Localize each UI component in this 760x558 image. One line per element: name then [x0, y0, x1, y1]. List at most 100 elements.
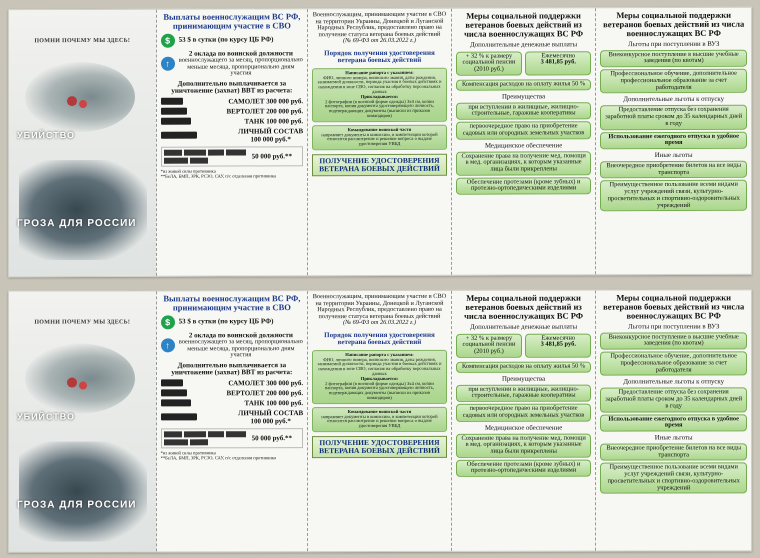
vac-title: Дополнительные льготы к отпуску — [623, 378, 725, 386]
poster-title: ПОМНИ ПОЧЕМУ МЫ ЗДЕСЬ! — [34, 37, 131, 45]
monthly-title: Дополнительные денежные выплаты — [470, 41, 578, 49]
footnote-2: **БеЛА, БМП, ЗРК, РСЗО, САУ, п/с отделен… — [160, 454, 277, 460]
veteran-column: Военнослужащим, принимающим участие в СВ… — [308, 290, 452, 552]
capture-title: Дополнительно выплачивается за уничтожен… — [171, 79, 293, 96]
poster-label-bottom: ГРОЗА ДЛЯ РОССИИ — [17, 499, 137, 511]
plane-icon — [160, 379, 183, 387]
arrow-up-icon: ↑ — [160, 57, 175, 72]
poster-label-bottom: ГРОЗА ДЛЯ РОССИИ — [17, 217, 137, 230]
poster-image: ПОМНИ ПОЧЕМУ МЫ ЗДЕСЬ! УБИЙСТВО ГРОЗА ДЛ… — [9, 9, 156, 277]
vehicles-amount: 50 000 руб.** — [251, 433, 293, 442]
other-title: Иные льготы — [654, 151, 693, 159]
command-box: Командование воинской части направляет д… — [312, 406, 447, 433]
monthly-title: Дополнительные денежные выплаты — [470, 323, 578, 331]
plane-icon — [160, 97, 183, 105]
support2-title: Меры социальной поддержки ветеранов боев… — [603, 9, 745, 38]
med-box-2: Обеспечение протезами (кроме зубных) и п… — [455, 176, 592, 195]
certificate-box: ПОЛУЧЕНИЕ УДОСТОВЕРЕНИЯ ВЕТЕРАНА БОЕВЫХ … — [312, 153, 447, 177]
helicopter-icon — [160, 107, 187, 115]
soldiers-icon — [160, 131, 197, 139]
veteran-column: Военнослужащим, принимающим участие в СВ… — [308, 8, 452, 276]
poster-column: ПОМНИ ПОЧЕМУ МЫ ЗДЕСЬ! УБИЙСТВО ГРОЗА ДЛ… — [9, 9, 157, 277]
poster-column: ПОМНИ ПОЧЕМУ МЫ ЗДЕСЬ! УБИЙСТВО ГРОЗА ДЛ… — [9, 291, 157, 552]
poster-label-top: УБИЙСТВО — [17, 130, 76, 141]
flowers-image — [25, 61, 135, 133]
support-column-1: Меры социальной поддержки ветеранов боев… — [451, 8, 597, 275]
other-box-1: Внеочередное приобретение билетов на все… — [600, 160, 747, 179]
med-box-1: Сохранение права на получение мед. помощ… — [455, 150, 592, 176]
veteran-intro: Военнослужащим, принимающим участие в СВ… — [312, 292, 447, 320]
vehicles-icon — [163, 149, 248, 164]
daily-pay: 53 $ в сутки (по курсу ЦБ РФ) — [178, 35, 274, 44]
pref-box-2: первоочередное право на приобретение сад… — [455, 121, 592, 140]
monthly-box: Ежемесячно 3 481,85 руб. — [525, 333, 592, 358]
support-column-2: Меры социальной поддержки ветеранов боев… — [596, 290, 751, 550]
kill-row-plane: САМОЛЕТ 300 000 руб. — [160, 379, 303, 387]
uni-title: Льготы при поступлении в ВУЗ — [627, 40, 720, 48]
vehicles-amount: 50 000 руб.** — [251, 152, 293, 161]
payments-column: Выплаты военнослужащим ВС РФ, принимающи… — [156, 291, 309, 552]
daily-pay: 53 $ в сутки (по курсу ЦБ РФ) — [178, 317, 274, 326]
report-box: Написание рапорта с указанием: ФИО, личн… — [312, 349, 447, 404]
report-attach-text: 2 фотографии (в военной форме одежды) 3х… — [324, 98, 435, 119]
flowers-image — [25, 343, 135, 414]
veteran-law: (№ 69-ФЗ от 26.03.2022 г.) — [342, 37, 416, 45]
report-box: Написание рапорта с указанием: ФИО, личн… — [312, 67, 447, 123]
support-column-2: Меры социальной поддержки ветеранов боев… — [596, 8, 751, 275]
support1-title: Меры социальной поддержки ветеранов боев… — [464, 10, 584, 39]
footnote-2: **БеЛА, БМП, ЗРК, РСЗО, САУ, п/с отделен… — [160, 172, 277, 179]
support1-title: Меры социальной поддержки ветеранов боев… — [464, 292, 584, 321]
dollar-icon: $ — [160, 33, 175, 48]
pref-box-1: при вступлении в жилищные, жилищно-строи… — [455, 384, 592, 402]
pref-box-2: первоочередное право на приобретение сад… — [455, 403, 592, 422]
payments-title: Выплаты военнослужащим ВС РФ, принимающи… — [163, 293, 301, 313]
poster-image: ПОМНИ ПОЧЕМУ МЫ ЗДЕСЬ! УБИЙСТВО ГРОЗА ДЛ… — [9, 291, 156, 552]
capture-title: Дополнительно выплачивается за уничтожен… — [171, 361, 293, 377]
poster-title: ПОМНИ ПОЧЕМУ МЫ ЗДЕСЬ! — [34, 319, 131, 326]
vac-box-2: Использование ежегодного отпуска в удобн… — [600, 413, 747, 432]
certificate-box: ПОЛУЧЕНИЕ УДОСТОВЕРЕНИЯ ВЕТЕРАНА БОЕВЫХ … — [312, 435, 447, 458]
medical-title: Медицинское обеспечение — [484, 424, 563, 432]
other-box-2: Преимущественное пользование всеми видам… — [600, 180, 747, 212]
soldier-image — [19, 441, 147, 542]
tank-icon — [160, 399, 191, 407]
housing-comp-box: Компенсация расходов на оплату жилья 50 … — [455, 361, 592, 373]
vehicles-box: 50 000 руб.** — [160, 427, 304, 449]
command-box: Командование воинской части направляет д… — [312, 124, 447, 151]
leaflet-top: ПОМНИ ПОЧЕМУ МЫ ЗДЕСЬ! УБИЙСТВО ГРОЗА ДЛ… — [8, 6, 752, 278]
procedure-title: Порядок получения удостоверения ветерана… — [324, 48, 435, 65]
soldier-image — [19, 159, 147, 261]
payments-title: Выплаты военнослужащим ВС РФ, принимающи… — [163, 11, 301, 31]
med-box-2: Обеспечение протезами (кроме зубных) и п… — [455, 459, 592, 477]
vac-box-1: Предоставление отпуска без сохранения за… — [600, 105, 747, 130]
monthly-box: Ежемесячно 3 481,85 руб. — [525, 51, 592, 76]
report-attach-text: 2 фотографии (в военной форме одежды) 3х… — [324, 380, 435, 401]
support2-title: Меры социальной поддержки ветеранов боев… — [603, 292, 745, 321]
salary-text: военнослужащего за месяц, пропорциональн… — [178, 56, 303, 77]
veteran-law: (№ 69-ФЗ от 26.03.2022 г.) — [342, 319, 416, 327]
soldiers-icon — [160, 413, 197, 421]
poster-label-top: УБИЙСТВО — [17, 411, 76, 422]
pref-box-1: при вступлении в жилищные, жилищно-строи… — [455, 101, 592, 120]
veteran-intro: Военнослужащим, принимающим участие в СВ… — [312, 10, 447, 39]
kill-row-helicopter: ВЕРТОЛЕТ 200 000 руб. — [160, 107, 303, 115]
vac-box-1: Предоставление отпуска без сохранения за… — [600, 387, 747, 413]
uni-box-1: Внеконкурсное поступление в высшие учебн… — [600, 332, 747, 350]
pref-title: Преимущества — [501, 375, 546, 383]
leaflet-bottom: ПОМНИ ПОЧЕМУ МЫ ЗДЕСЬ! УБИЙСТВО ГРОЗА ДЛ… — [8, 289, 752, 553]
vac-box-2: Использование ежегодного отпуска в удобн… — [600, 131, 747, 150]
vehicles-box: 50 000 руб.** — [160, 145, 304, 167]
other-box-1: Внеочередное приобретение билетов на все… — [600, 443, 747, 462]
command-box-text: направляет документы в комиссию, в компе… — [321, 131, 438, 147]
helicopter-icon — [160, 389, 187, 397]
procedure-title: Порядок получения удостоверения ветерана… — [324, 330, 435, 347]
vac-title: Дополнительные льготы к отпуску — [623, 96, 725, 104]
kill-row-tank: ТАНК 100 000 руб. — [160, 117, 303, 125]
vehicles-icon — [163, 430, 248, 446]
other-box-2: Преимущественное пользование всеми видам… — [600, 462, 747, 494]
command-box-text: направляет документы в комиссию, в компе… — [321, 413, 438, 429]
other-title: Иные льготы — [654, 434, 693, 442]
medical-title: Медицинское обеспечение — [484, 141, 563, 150]
